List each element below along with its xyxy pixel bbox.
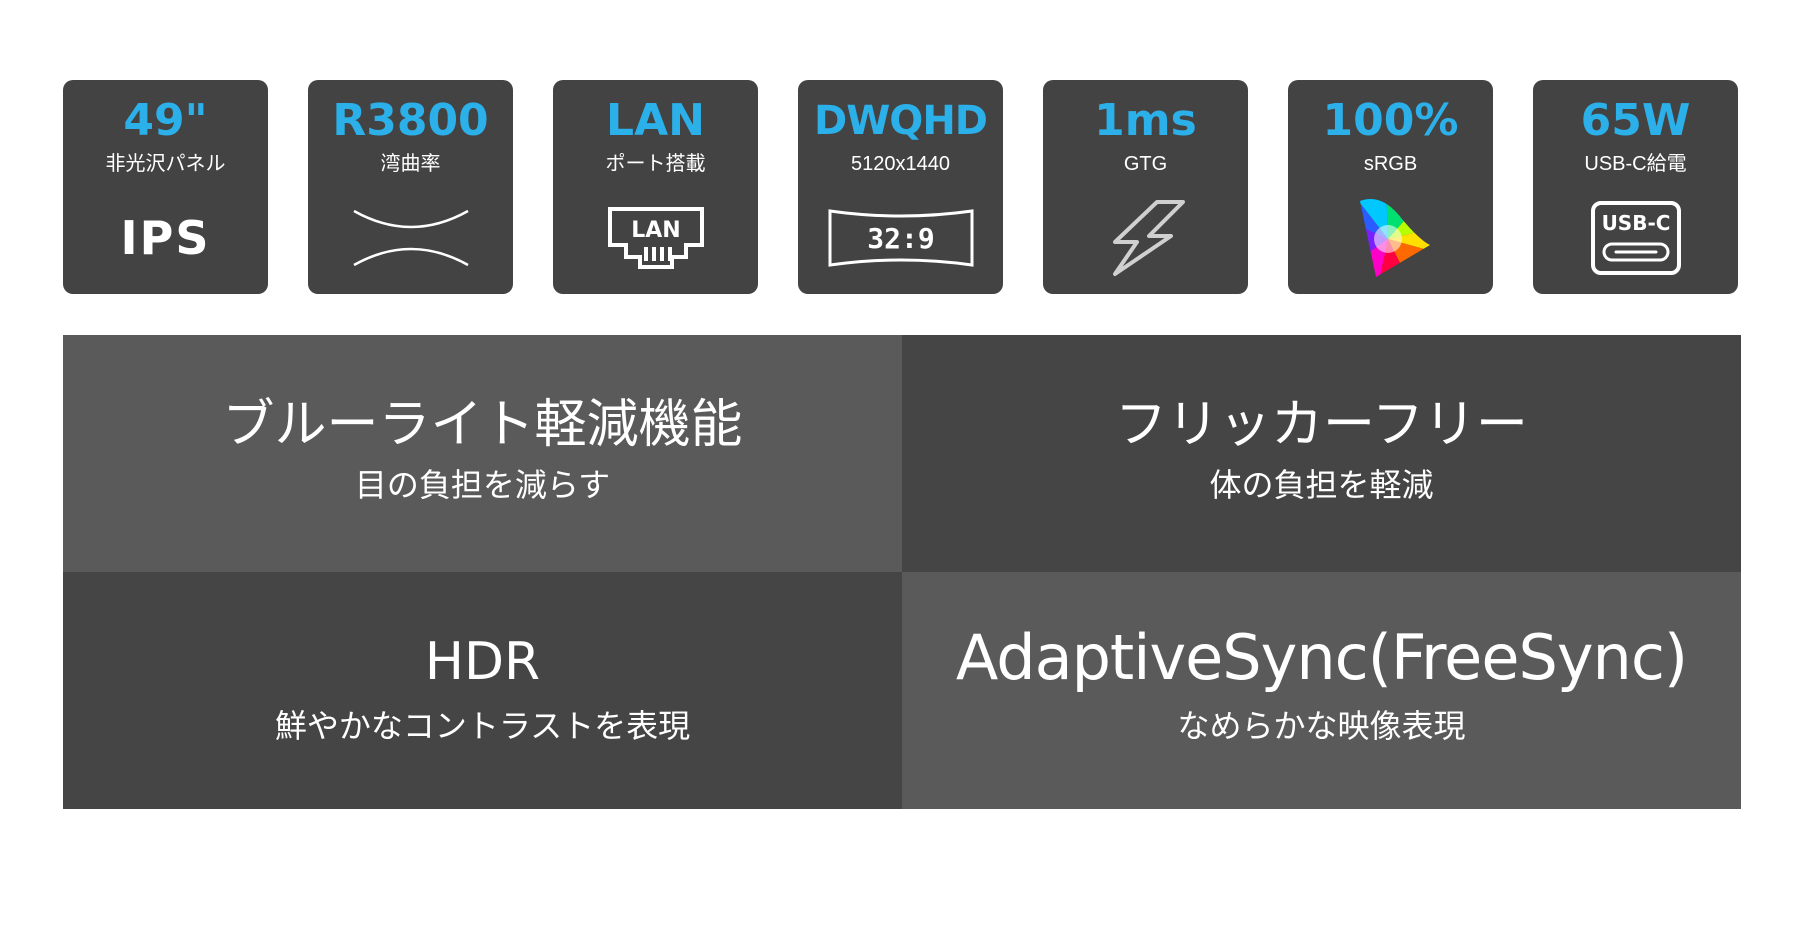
ips-label: IPS	[120, 211, 211, 265]
feature-tile-response-time: 1ms GTG	[1043, 80, 1248, 294]
feature-tile-curvature: R3800 湾曲率	[308, 80, 513, 294]
lan-icon-label: LAN	[631, 218, 680, 243]
curvature-icon	[308, 188, 513, 288]
highlight-title: HDR	[424, 632, 541, 692]
feature-subtitle: 非光沢パネル	[105, 153, 226, 175]
color-gamut-icon	[1288, 188, 1493, 288]
feature-title: LAN	[606, 95, 705, 146]
feature-tile-lan: LAN ポート搭載 LAN	[553, 80, 758, 294]
feature-subtitle: sRGB	[1363, 153, 1418, 175]
highlight-flicker-free: フリッカーフリー 体の負担を軽減	[902, 335, 1741, 572]
feature-title: 100%	[1322, 95, 1459, 146]
usb-c-icon: USB-C	[1533, 188, 1738, 288]
highlight-title: AdaptiveSync(FreeSync)	[955, 621, 1688, 694]
highlight-adaptive-sync: AdaptiveSync(FreeSync) なめらかな映像表現	[902, 572, 1741, 809]
lan-port-icon: LAN	[553, 188, 758, 288]
highlight-subtitle: 目の負担を減らす	[354, 466, 611, 504]
feature-tile-color: 100% sRGB	[1288, 80, 1493, 294]
highlight-subtitle: 体の負担を軽減	[1209, 466, 1434, 504]
lightning-bolt-icon	[1043, 188, 1248, 288]
feature-subtitle: GTG	[1123, 153, 1168, 175]
highlight-title: ブルーライト軽減機能	[222, 395, 743, 455]
ips-text-icon: IPS	[63, 188, 268, 288]
feature-subtitle: 湾曲率	[380, 153, 441, 175]
feature-tile-resolution: DWQHD 5120x1440 32:9	[798, 80, 1003, 294]
highlight-blue-light: ブルーライト軽減機能 目の負担を減らす	[63, 335, 902, 572]
highlight-subtitle: なめらかな映像表現	[1177, 707, 1466, 745]
feature-tile-screen-size: 49" 非光沢パネル IPS	[63, 80, 268, 294]
feature-tile-usb-c: 65W USB-C給電 USB-C	[1533, 80, 1738, 294]
aspect-ratio-icon: 32:9	[798, 188, 1003, 288]
feature-title: 49"	[123, 95, 208, 146]
highlight-subtitle: 鮮やかなコントラストを表現	[274, 707, 691, 745]
feature-subtitle: USB-C給電	[1584, 153, 1687, 175]
feature-subtitle: ポート搭載	[605, 153, 706, 175]
feature-title: 65W	[1580, 95, 1691, 146]
feature-title: 1ms	[1094, 95, 1197, 146]
feature-subtitle: 5120x1440	[851, 153, 950, 175]
feature-title: R3800	[332, 95, 489, 146]
highlight-title: フリッカーフリー	[1115, 395, 1528, 455]
usb-c-icon-label: USB-C	[1601, 211, 1670, 235]
feature-title: DWQHD	[813, 98, 988, 144]
highlights-grid: ブルーライト軽減機能 目の負担を減らす フリッカーフリー 体の負担を軽減 HDR…	[63, 335, 1741, 809]
highlight-hdr: HDR 鮮やかなコントラストを表現	[63, 572, 902, 809]
aspect-ratio-label: 32:9	[867, 222, 934, 255]
